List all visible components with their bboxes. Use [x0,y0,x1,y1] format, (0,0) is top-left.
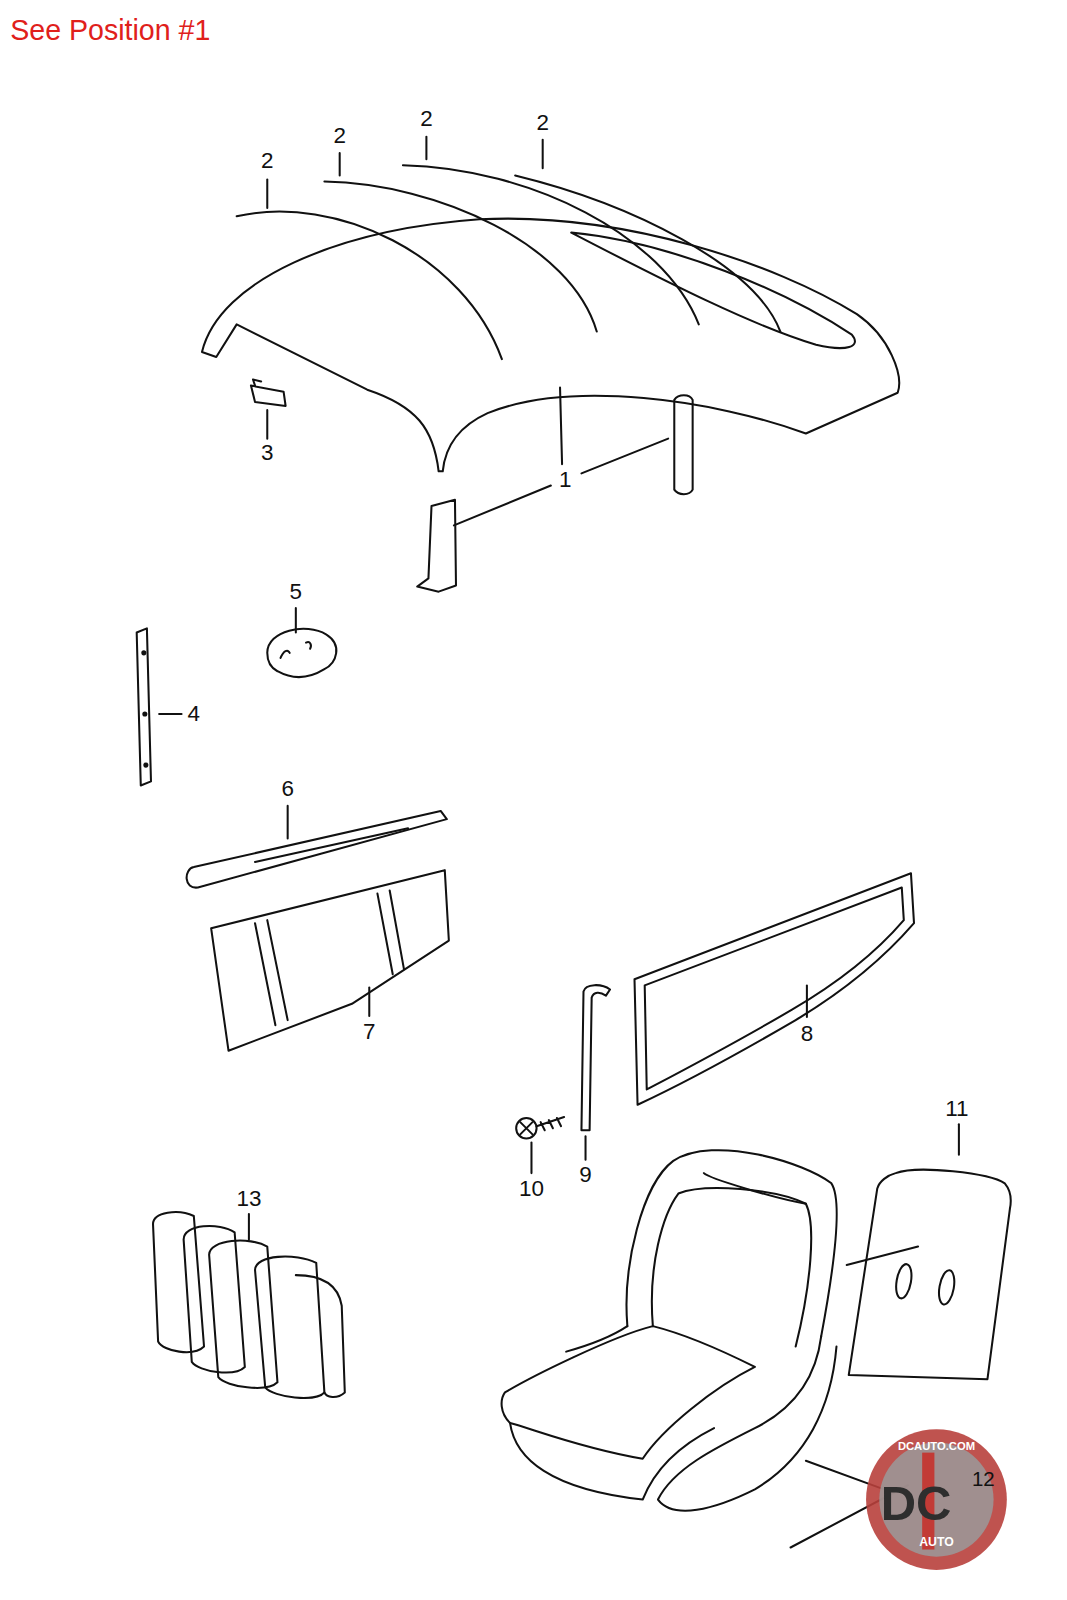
pillar-trim [417,500,456,592]
note-text: See Position #1 [10,16,210,45]
callout-number: 10 [519,1177,544,1199]
clip [251,379,286,406]
roof-bow [515,175,780,331]
callout-number: 4 [188,703,200,725]
roof-bow [324,182,596,332]
watermark-logo [866,1429,1007,1570]
trim-rod [187,811,447,888]
callout-number: 1 [559,468,571,490]
watermark-text: DC [881,1479,952,1528]
callout-number: 6 [281,777,293,799]
sunroof-outline [571,233,855,348]
leader-lines [159,137,959,1548]
callout-number: 7 [363,1021,375,1043]
roof-bow [403,165,699,324]
callout-number: 13 [236,1187,261,1209]
callout-number: 2 [261,150,273,172]
trim-strip [137,628,151,785]
callout-number: 3 [261,442,273,464]
window-seal [635,873,915,1105]
cushion-pads [153,1212,345,1398]
pillar-trim [674,395,692,494]
callout-number: 9 [579,1164,591,1186]
mirror-base [267,629,336,677]
callout-number: 11 [945,1098,968,1120]
callout-number: 2 [333,124,345,146]
headliner [202,219,899,472]
callout-number: 12 [972,1469,995,1489]
callout-number: 5 [290,580,302,602]
trim-strip [581,985,610,1130]
seat-back-panel [849,1170,1011,1379]
callout-number: 2 [536,111,548,133]
callout-number: 2 [420,108,432,130]
callout-number: 8 [801,1022,813,1044]
side-panel [211,870,449,1051]
watermark-text: AUTO [919,1536,953,1548]
roof-bow [237,212,502,359]
watermark-text: DCAUTO.COM [898,1441,975,1452]
